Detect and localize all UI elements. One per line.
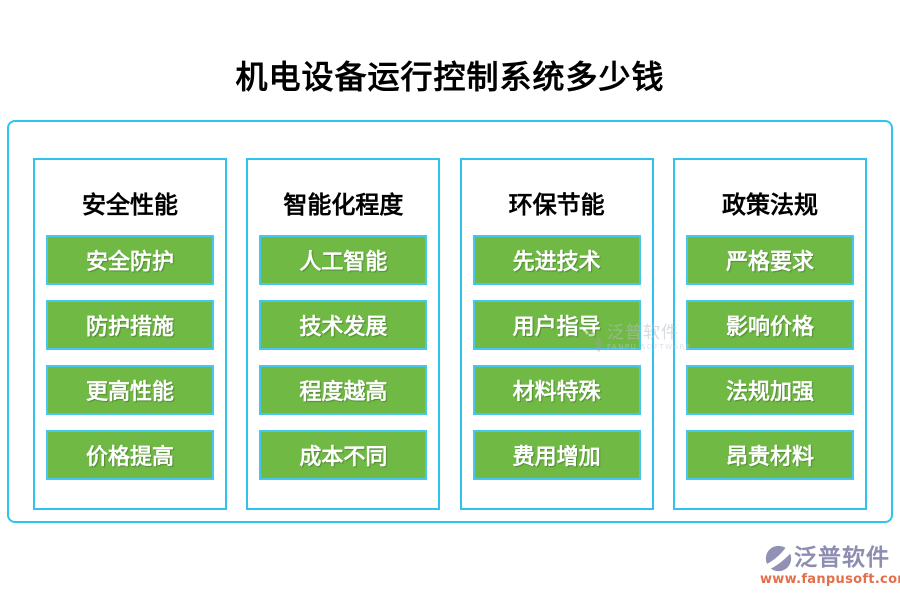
item-box: 影响价格 — [685, 300, 854, 350]
column-policy: 政策法规 严格要求 影响价格 法规加强 昂贵材料 — [672, 158, 867, 510]
item-box: 用户指导 — [472, 300, 641, 350]
content-frame: 安全性能 安全防护 防护措施 更高性能 价格提高 智能化程度 人工智能 技术发展… — [7, 120, 893, 523]
column-header: 安全性能 — [82, 191, 178, 219]
brand-name: 泛普软件 — [794, 544, 890, 571]
brand-url: www.fanpusoft.com — [760, 572, 900, 587]
page-title: 机电设备运行控制系统多少钱 — [235, 58, 665, 96]
item-box: 材料特殊 — [472, 365, 641, 415]
item-box: 技术发展 — [259, 300, 428, 350]
brand-row: 泛普软件 — [760, 545, 890, 572]
fanpu-brand-logo: 泛普软件 www.fanpusoft.com — [760, 545, 900, 587]
item-box: 人工智能 — [259, 235, 428, 285]
item-box: 价格提高 — [46, 430, 214, 480]
item-box: 严格要求 — [685, 235, 854, 285]
columns-container: 安全性能 安全防护 防护措施 更高性能 价格提高 智能化程度 人工智能 技术发展… — [9, 122, 891, 510]
item-box: 先进技术 — [472, 235, 641, 285]
item-box: 程度越高 — [259, 365, 428, 415]
item-box: 成本不同 — [259, 430, 428, 480]
item-box: 防护措施 — [46, 300, 214, 350]
column-header: 政策法规 — [721, 191, 818, 219]
column-intelligence: 智能化程度 人工智能 技术发展 程度越高 成本不同 — [246, 158, 441, 510]
item-box: 法规加强 — [685, 365, 854, 415]
column-environment: 环保节能 先进技术 用户指导 材料特殊 费用增加 — [459, 158, 654, 510]
fanpu-logo-icon — [765, 545, 792, 572]
item-box: 昂贵材料 — [685, 430, 854, 480]
column-header: 环保节能 — [508, 191, 605, 219]
item-box: 安全防护 — [46, 235, 214, 285]
item-box: 费用增加 — [472, 430, 641, 480]
column-header: 智能化程度 — [283, 191, 404, 219]
item-box: 更高性能 — [46, 365, 214, 415]
column-safety: 安全性能 安全防护 防护措施 更高性能 价格提高 — [33, 158, 227, 510]
